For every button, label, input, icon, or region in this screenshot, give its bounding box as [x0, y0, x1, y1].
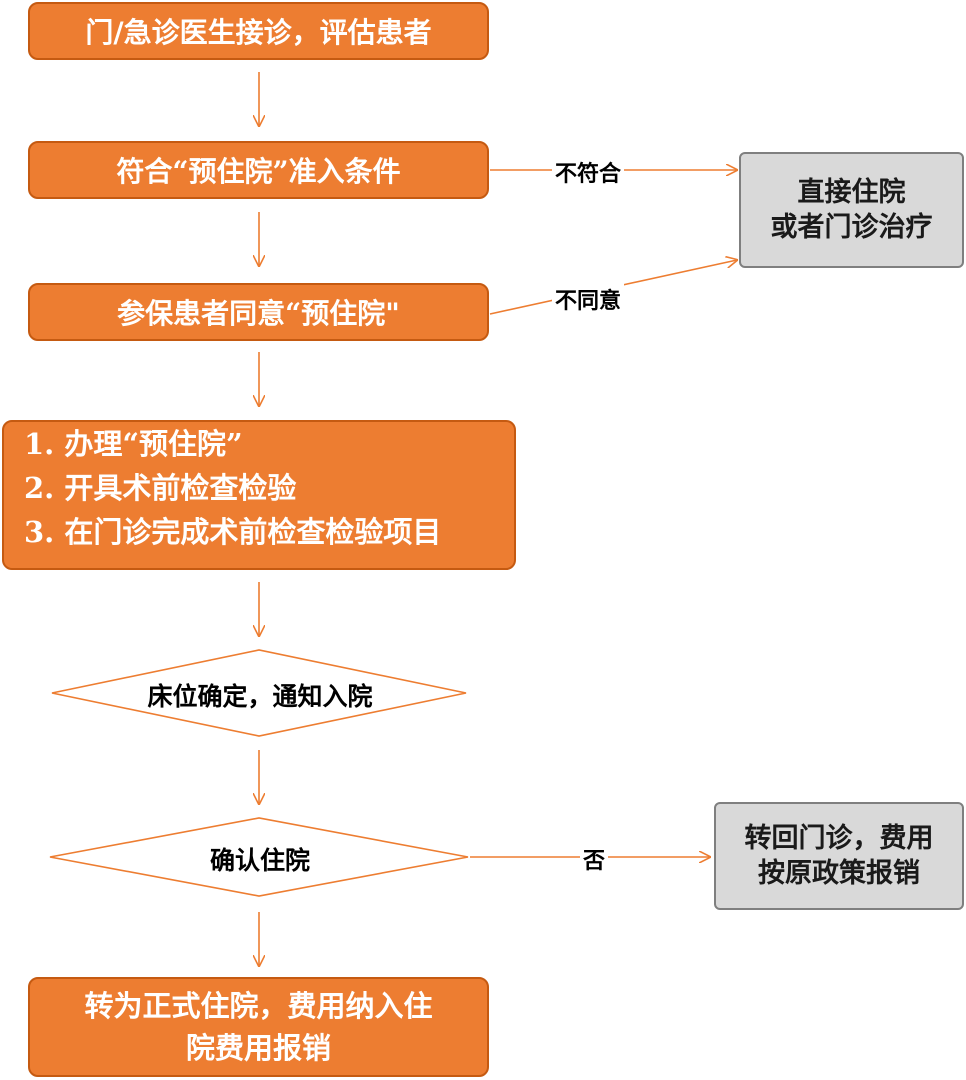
step4-box: 1. 办理“预住院” 2. 开具术前检查检验 3. 在门诊完成术前检查检验项目 — [2, 420, 516, 570]
step1-text: 门/急诊医生接诊，评估患者 — [85, 16, 432, 49]
outcome1-box: 直接住院 或者门诊治疗 — [739, 152, 964, 268]
outcome2-line-1: 转回门诊，费用 — [744, 823, 934, 854]
step4-line-1: 1. 办理“预住院” — [24, 427, 243, 461]
step4-line-3: 3. 在门诊完成术前检查检验项目 — [24, 515, 442, 549]
final-line-1: 转为正式住院，费用纳入住 — [84, 989, 433, 1023]
step3-box: 参保患者同意“预住院" — [28, 283, 489, 341]
step2-box: 符合“预住院”准入条件 — [28, 141, 489, 199]
final-line-2: 院费用报销 — [185, 1031, 331, 1065]
outcome1-line-2: 或者门诊治疗 — [770, 212, 933, 243]
outcome2-line-2: 按原政策报销 — [758, 858, 920, 889]
step2-text: 符合“预住院”准入条件 — [116, 155, 401, 188]
step1-box: 门/急诊医生接诊，评估患者 — [28, 2, 489, 60]
step3-text: 参保患者同意“预住院" — [117, 297, 400, 330]
final-box: 转为正式住院，费用纳入住 院费用报销 — [28, 977, 489, 1077]
decision2-text: 确认住院 — [209, 846, 310, 875]
outcome1-line-1: 直接住院 — [797, 177, 906, 208]
edge-label-not-agree: 不同意 — [552, 283, 625, 315]
edge-label-no: 否 — [580, 843, 609, 875]
edge-label-not-meet: 不符合 — [552, 156, 625, 188]
step4-line-2: 2. 开具术前检查检验 — [24, 471, 297, 505]
decision1-text: 床位确定，通知入院 — [147, 682, 373, 711]
outcome2-box: 转回门诊，费用 按原政策报销 — [714, 802, 964, 910]
decision2-diamond — [49, 817, 469, 897]
decision1-diamond — [51, 649, 467, 737]
